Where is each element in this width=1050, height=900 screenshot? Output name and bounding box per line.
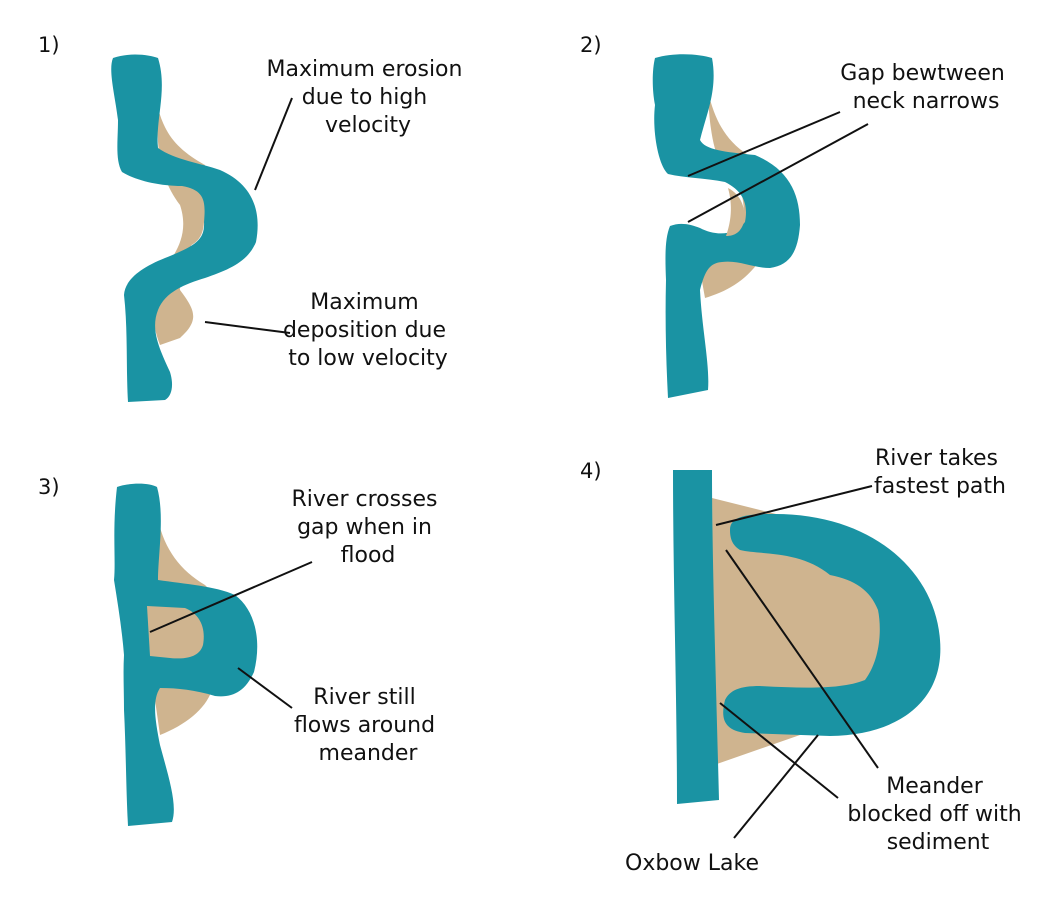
panel-2: 2) Gap bewtween neck narrows <box>580 33 1012 398</box>
panel-2-inner-bend-bank <box>726 188 745 236</box>
panel-3-flood-label: River crosses gap when in flood <box>291 487 444 568</box>
panel-4-main-river <box>673 470 719 804</box>
panel-4-blocked-leader-line-upper <box>725 549 879 769</box>
panel-1-erosion-leader-line <box>254 97 293 191</box>
panel-1-inner-bend-bank <box>185 190 205 248</box>
panel-4: 4) River takes fastest path Meander bloc… <box>580 446 1028 876</box>
panel-3-island <box>147 606 204 659</box>
panel-1-deposition-label: Maximum deposition due to low velocity <box>283 290 453 371</box>
panel-4-fastest-path-leader-line <box>715 485 873 526</box>
panel-2-neck-leader-line-lower <box>687 123 869 223</box>
panel-2-number: 2) <box>580 33 602 57</box>
panel-3-number: 3) <box>38 475 60 499</box>
panel-3-flood-leader-line <box>149 561 313 633</box>
panel-1-deposition-leader-line <box>204 321 291 334</box>
panel-1-erosion-label: Maximum erosion due to high velocity <box>267 57 470 138</box>
panel-2-neck-leader-line-upper <box>687 111 841 177</box>
panel-3-meander-label: River still flows around meander <box>294 685 442 766</box>
panel-4-oxbow-lake <box>723 513 941 736</box>
panel-3: 3) River crosses gap when in flood River… <box>38 475 444 826</box>
panel-4-oxbow-leader-line <box>733 734 819 839</box>
panel-4-blocked-leader-line-lower <box>719 702 839 799</box>
panel-4-fastest-path-label: River takes fastest path <box>874 446 1006 499</box>
panel-4-blocked-label: Meander blocked off with sediment <box>847 774 1028 855</box>
panel-4-oxbow-label: Oxbow Lake <box>625 851 759 876</box>
panel-1: 1) Maximum erosion due to high velocity … <box>38 33 470 403</box>
panel-2-river-channel <box>652 54 800 398</box>
panel-1-number: 1) <box>38 33 60 57</box>
panel-2-gap-label: Gap bewtween neck narrows <box>840 61 1012 114</box>
panel-4-number: 4) <box>580 459 602 483</box>
panel-3-meander-leader-line <box>237 667 293 709</box>
panel-1-river-channel <box>111 54 258 403</box>
